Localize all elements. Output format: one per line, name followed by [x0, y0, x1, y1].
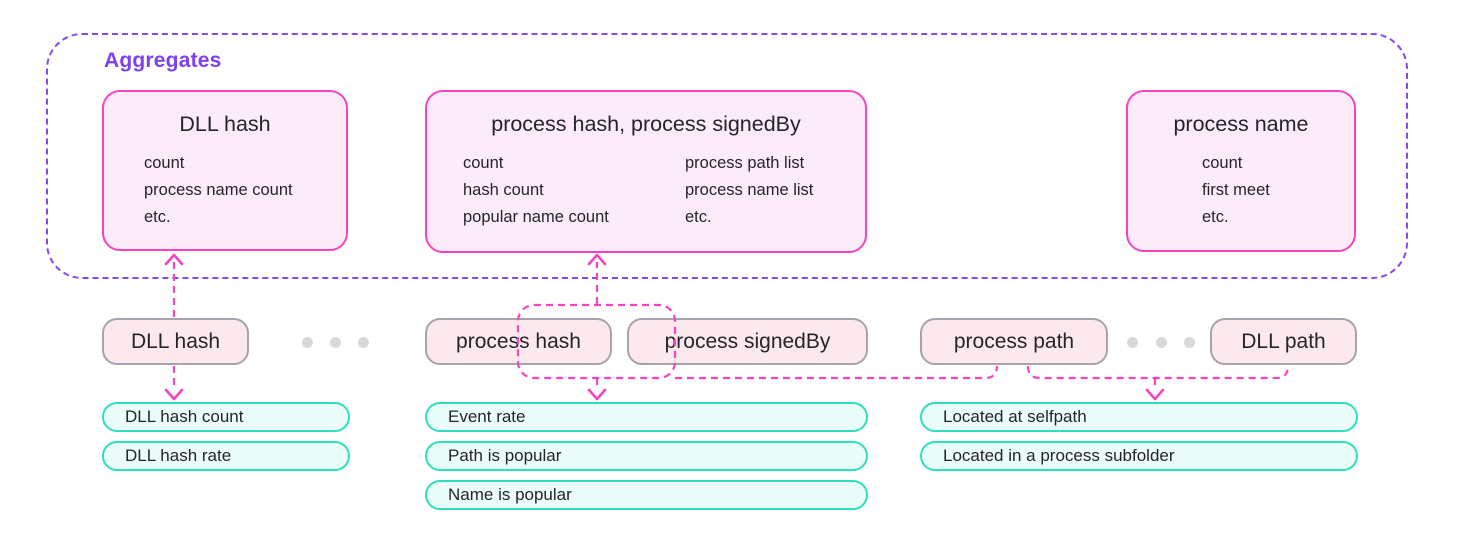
field-pill-process-path: process path — [920, 318, 1108, 365]
aggregate-item: process path list — [685, 154, 805, 172]
aggregate-item: etc. — [144, 208, 171, 226]
arrowhead-down-icon — [587, 388, 607, 401]
detector-chip: Event rate — [425, 402, 868, 432]
connector-group-to-process-path — [675, 365, 999, 380]
connector-process-path-to-dll-path — [1026, 365, 1290, 380]
aggregate-box-title: process name — [1173, 112, 1309, 136]
aggregate-box-title: DLL hash — [179, 112, 271, 136]
ellipsis-dot — [330, 337, 341, 348]
field-pill-dll-path: DLL path — [1210, 318, 1357, 365]
ellipsis-dot — [302, 337, 313, 348]
aggregate-item: etc. — [685, 208, 712, 226]
aggregate-item: hash count — [463, 181, 544, 199]
field-pill-process-hash: process hash — [425, 318, 612, 365]
aggregate-box-dll-hash: DLL hash count process name count etc. — [102, 90, 348, 251]
ellipsis-dot — [1156, 337, 1167, 348]
field-pill-process-signedby: process signedBy — [627, 318, 868, 365]
arrowhead-down-icon — [164, 388, 184, 401]
aggregate-item-list-left: count hash count popular name count — [463, 150, 609, 231]
aggregate-item: process name list — [685, 181, 814, 199]
aggregate-item: count — [463, 154, 504, 172]
aggregate-item: first meet — [1202, 181, 1270, 199]
field-pill-dll-hash: DLL hash — [102, 318, 249, 365]
aggregate-item-list: count process name count etc. — [104, 150, 346, 231]
ellipsis-dot — [1127, 337, 1138, 348]
detector-chip: Path is popular — [425, 441, 868, 471]
ellipsis-dot — [1184, 337, 1195, 348]
aggregate-item: count — [1202, 154, 1243, 172]
detector-chip: DLL hash count — [102, 402, 350, 432]
ellipsis-dot — [358, 337, 369, 348]
aggregate-item: process name count — [144, 181, 293, 199]
aggregate-item-list: count first meet etc. — [1128, 150, 1354, 231]
aggregate-item: popular name count — [463, 208, 609, 226]
aggregates-group-outline — [46, 33, 1408, 279]
detector-chip: Name is popular — [425, 480, 868, 510]
detector-chip: Located at selfpath — [920, 402, 1358, 432]
aggregate-item: count — [144, 154, 185, 172]
detector-chip: DLL hash rate — [102, 441, 350, 471]
aggregate-item: etc. — [1202, 208, 1229, 226]
aggregates-label: Aggregates — [104, 49, 222, 72]
detector-chip: Located in a process subfolder — [920, 441, 1358, 471]
aggregate-box-process-hash-signedby: process hash, process signedBy count has… — [425, 90, 867, 253]
arrowhead-down-icon — [1145, 388, 1165, 401]
aggregate-box-process-name: process name count first meet etc. — [1126, 90, 1356, 252]
aggregate-box-title: process hash, process signedBy — [491, 112, 801, 136]
aggregate-item-list-right: process path list process name list etc. — [685, 150, 813, 231]
